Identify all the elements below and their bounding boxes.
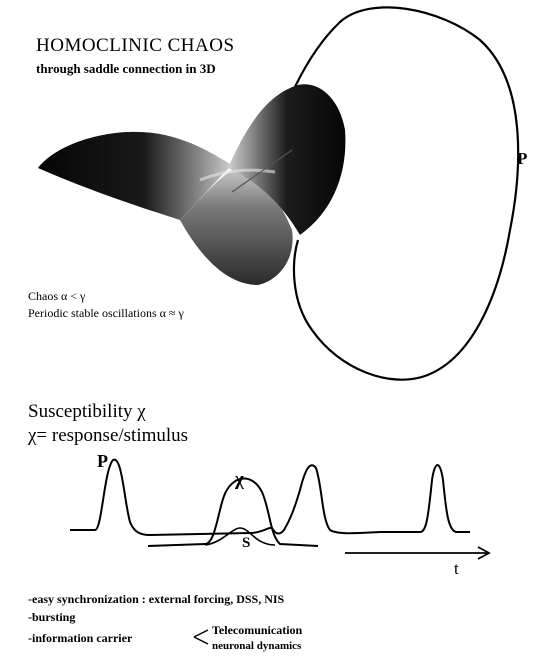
condition-chaos: Chaos α < γ [28,289,86,303]
diagram-title: HOMOCLINIC CHAOS [36,35,235,56]
stimulus-trace [204,527,276,546]
time-arrow-head [477,546,491,560]
chi-response-trace [147,477,319,547]
saddle-left-lobe [38,131,232,220]
homoclinic-loop [260,6,520,381]
carrier-branch-telecom: Telecomunication [212,623,303,637]
saddle-bottom-lobe [180,165,293,285]
bullet-synchronization: -easy synchronization : external forcing… [28,592,285,606]
susceptibility-definition: χ= response/stimulus [28,425,189,446]
carrier-branch-arrows [193,629,209,645]
condition-periodic: Periodic stable oscillations α ≈ γ [28,306,184,320]
bullet-information-carrier: -information carrier [28,631,133,645]
carrier-branch-neuronal: neuronal dynamics [212,640,302,652]
bullet-bursting: -bursting [28,610,76,624]
response-signal-trace [70,458,470,537]
stimulus-label: S [242,535,251,551]
susceptibility-heading: Susceptibility χ [28,401,146,422]
chi-label: χ [235,469,244,490]
saddle-trajectory [231,149,293,193]
orbit-label: P [517,149,528,168]
pulse-label: P [97,451,108,471]
saddle-right-lobe [228,84,346,235]
diagram-subtitle: through saddle connection in 3D [36,61,216,76]
saddle-surface [38,84,346,285]
saddle-sheen [199,168,276,182]
time-label: t [454,559,459,578]
